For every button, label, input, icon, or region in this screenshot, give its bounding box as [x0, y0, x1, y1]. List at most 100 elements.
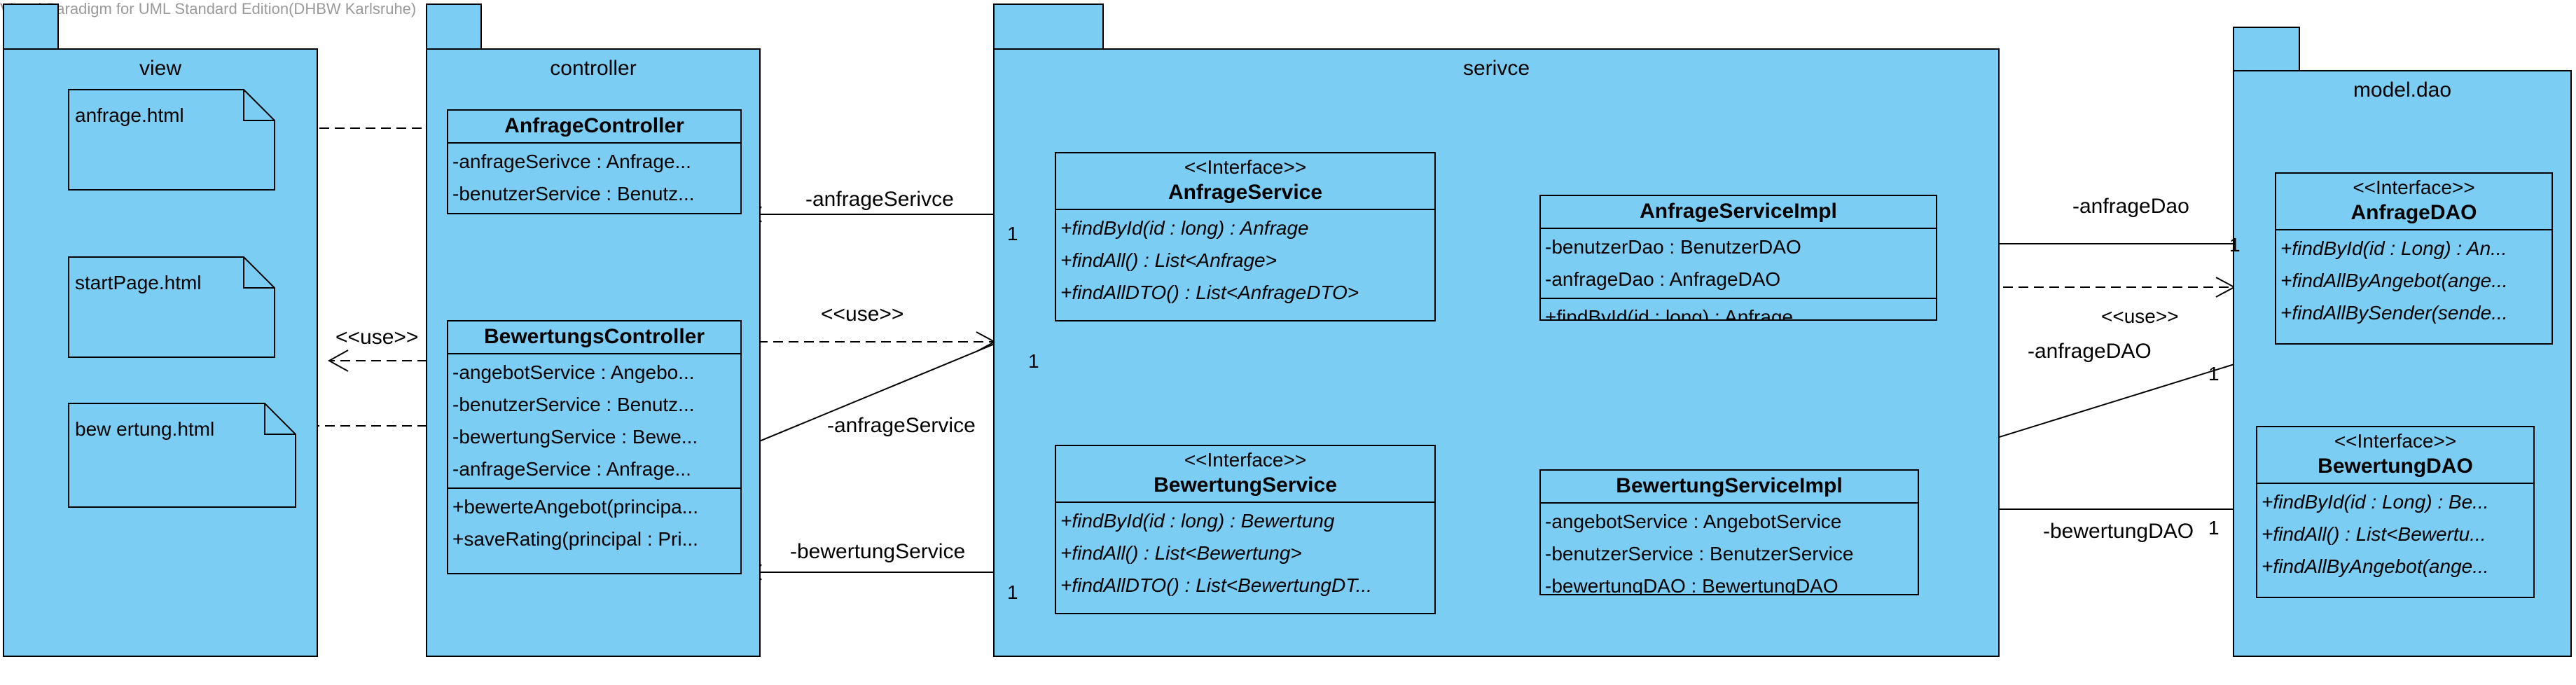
attributes-compartment: -anfrageSerivce : Anfrage... -benutzerSe…: [448, 144, 740, 212]
operation: +findAllByAngebot(ange...: [2280, 270, 2508, 291]
package-name-view: view: [139, 57, 181, 80]
edge-label-anfrage-serivce: -anfrageSerivce: [805, 188, 954, 211]
operations-compartment: +findById(id : long) : Bewertung +findAl…: [1056, 503, 1434, 604]
class-bewertung-dao[interactable]: <<Interface>> BewertungDAO +findById(id …: [2256, 426, 2535, 598]
edge-label-bewertung-dao: -bewertungDAO: [2043, 520, 2194, 543]
multiplicity-bewertung-service: 1: [1007, 581, 1018, 603]
file-label: bew ertung.html: [75, 418, 215, 440]
class-header: <<Interface>> AnfrageService: [1056, 153, 1434, 210]
class-bewertung-service-impl[interactable]: BewertungServiceImpl -angebotService : A…: [1539, 469, 1919, 595]
class-name: BewertungsController: [483, 325, 705, 348]
attribute: -benutzerService : Benutz...: [452, 394, 695, 415]
view-use-dependency: [327, 350, 427, 372]
operation: +findById(id : long) : Anfrage: [1545, 306, 1794, 321]
package-tab-dao: [2233, 27, 2300, 73]
edge-label-use-dao: <<use>>: [2101, 305, 2179, 327]
operation: +findById(id : long) : Bewertung: [1060, 510, 1335, 532]
attributes-compartment: -angebotService : Angebo... -benutzerSer…: [448, 354, 740, 489]
attribute: -benutzerService : Benutz...: [452, 183, 695, 205]
attribute: -bewertungDAO : BewertungDAO: [1545, 575, 1838, 595]
attribute: -angebotService : Angebo...: [452, 361, 695, 383]
package-name-dao: model.dao: [2353, 78, 2452, 102]
operation: +findAll() : List<Bewertung>: [1060, 542, 1302, 564]
class-header: <<Interface>> BewertungService: [1056, 446, 1434, 503]
dao-use-dependency: [2003, 277, 2236, 298]
package-name-service: serivce: [1462, 57, 1530, 80]
file-shape: [68, 403, 296, 508]
operations-compartment: +findById(id : long) : Anfrage +findAll(…: [1056, 210, 1434, 311]
edge-label-bewertung-service: -bewertungService: [790, 540, 966, 563]
operations-compartment: +findById(id : Long) : An... +findAllByA…: [2276, 230, 2551, 331]
class-name: AnfrageServiceImpl: [1640, 200, 1837, 223]
watermark: Visual Paradigm for UML Standard Edition…: [0, 0, 417, 18]
class-name: BewertungServiceImpl: [1616, 474, 1843, 497]
class-header: BewertungsController: [448, 321, 740, 354]
class-header: <<Interface>> AnfrageDAO: [2276, 174, 2551, 230]
multiplicity-bewertung-dao: 1: [2208, 517, 2220, 539]
class-name: AnfrageDAO: [2350, 201, 2477, 224]
multiplicity-anfrage-service-top: 1: [1007, 223, 1018, 244]
attributes-compartment: -benutzerDao : BenutzerDAO -anfrageDao :…: [1541, 229, 1936, 299]
class-anfrage-controller[interactable]: AnfrageController -anfrageSerivce : Anfr…: [447, 109, 742, 214]
stereotype: <<Interface>>: [2334, 430, 2457, 452]
operation: +findById(id : long) : Anfrage: [1060, 217, 1309, 239]
stereotype: <<Interface>>: [2353, 177, 2475, 198]
file-shape: [68, 89, 275, 191]
attribute: -angebotService : AngebotService: [1545, 511, 1842, 532]
stereotype: <<Interface>>: [1184, 156, 1307, 178]
edge-label-use-view: <<use>>: [335, 326, 419, 349]
operation: +saveRating(principal : Pri...: [452, 528, 698, 550]
operation: +findAllDTO() : List<BewertungDT...: [1060, 574, 1373, 596]
attributes-compartment: -angebotService : AngebotService -benutz…: [1541, 504, 1918, 595]
operation: +bewerteAngebot(principa...: [452, 496, 698, 518]
operation: +findById(id : Long) : An...: [2280, 237, 2507, 259]
operation: +findAllByAngebot(ange...: [2262, 555, 2489, 577]
attribute: -benutzerDao : BenutzerDAO: [1545, 236, 1801, 258]
file-label: startPage.html: [75, 272, 202, 293]
file-anfrage-html[interactable]: anfrage.html: [68, 89, 276, 191]
operations-compartment: +bewerteAngebot(principa... +saveRating(…: [448, 489, 740, 558]
edge-label-anfrage-service: -anfrageService: [827, 414, 976, 437]
edge-label-use-controller: <<use>>: [821, 303, 904, 326]
controller-use-dependency: [742, 331, 997, 352]
class-name: BewertungService: [1154, 473, 1337, 497]
attribute: -anfrageSerivce : Anfrage...: [452, 151, 691, 172]
attribute: -anfrageService : Anfrage...: [452, 458, 691, 480]
operations-compartment: +findById(id : long) : Anfrage: [1541, 299, 1936, 321]
package-tab-controller: [426, 4, 482, 50]
operation: +findAll() : List<Bewertu...: [2262, 523, 2486, 545]
edge-label-anfrage-dao-2: -anfrageDAO: [2028, 340, 2152, 363]
class-header: AnfrageController: [448, 111, 740, 144]
file-startpage-html[interactable]: startPage.html: [68, 256, 276, 358]
operation: +findAllBySender(sende...: [2280, 302, 2508, 324]
file-shape: [68, 256, 275, 358]
class-name: AnfrageController: [504, 114, 684, 137]
class-name: BewertungDAO: [2318, 455, 2473, 478]
attribute: -benutzerService : BenutzerService: [1545, 543, 1854, 565]
class-header: AnfrageServiceImpl: [1541, 196, 1936, 229]
class-bewertungs-controller[interactable]: BewertungsController -angebotService : A…: [447, 320, 742, 574]
class-header: <<Interface>> BewertungDAO: [2257, 427, 2533, 484]
multiplicity-anfrage-service-bottom: 1: [1028, 350, 1039, 372]
package-name-controller: controller: [550, 57, 637, 80]
operation: +findAll() : List<Anfrage>: [1060, 249, 1277, 271]
class-bewertung-service[interactable]: <<Interface>> BewertungService +findById…: [1055, 445, 1436, 614]
class-anfrage-dao[interactable]: <<Interface>> AnfrageDAO +findById(id : …: [2275, 172, 2553, 345]
multiplicity-anfrage-dao-top: 1: [2229, 234, 2241, 256]
class-anfrage-service[interactable]: <<Interface>> AnfrageService +findById(i…: [1055, 152, 1436, 321]
attribute: -anfrageDao : AnfrageDAO: [1545, 268, 1781, 290]
class-anfrage-service-impl[interactable]: AnfrageServiceImpl -benutzerDao : Benutz…: [1539, 195, 1937, 321]
package-tab-service: [993, 4, 1104, 50]
multiplicity-anfrage-dao-bottom: 1: [2208, 363, 2220, 385]
file-label: anfrage.html: [75, 104, 184, 126]
class-name: AnfrageService: [1168, 181, 1323, 204]
file-bewertung-html[interactable]: bew ertung.html: [68, 403, 297, 508]
operation: +findById(id : Long) : Be...: [2262, 491, 2489, 513]
stereotype: <<Interface>>: [1184, 449, 1307, 471]
attribute: -bewertungService : Bewe...: [452, 426, 698, 448]
class-header: BewertungServiceImpl: [1541, 471, 1918, 504]
package-tab-view: [3, 4, 59, 50]
operations-compartment: +findById(id : Long) : Be... +findAll() …: [2257, 484, 2533, 585]
operation: +findAllDTO() : List<AnfrageDTO>: [1060, 282, 1359, 303]
edge-label-anfrage-dao: -anfrageDao: [2072, 195, 2189, 218]
